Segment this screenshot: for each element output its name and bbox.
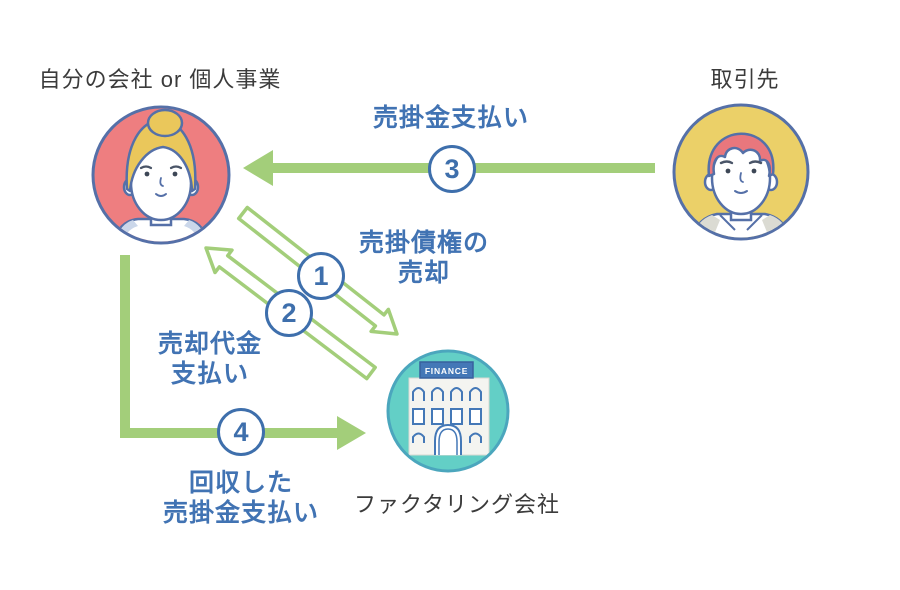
step-4-badge: 4 bbox=[217, 408, 265, 456]
client-title: 取引先 bbox=[710, 67, 780, 92]
flow-2-label-line1: 売却代金 bbox=[157, 330, 263, 358]
arrow-4-collected-payment-icon bbox=[120, 255, 366, 450]
flow-1-label: 売掛債権の 売却 bbox=[359, 228, 489, 288]
company-title: 自分の会社 or 個人事業 bbox=[38, 67, 282, 92]
factoring-title: ファクタリング会社 bbox=[353, 492, 561, 517]
flow-1-label-line2: 売却 bbox=[397, 259, 451, 287]
flow-4-label-line2: 売掛金支払い bbox=[162, 499, 320, 527]
step-3-badge: 3 bbox=[428, 145, 476, 193]
step-1-badge: 1 bbox=[297, 252, 345, 300]
flow-3-label: 売掛金支払い bbox=[372, 104, 530, 132]
client-avatar-icon bbox=[672, 103, 810, 241]
flow-4-label-line1: 回収した bbox=[188, 469, 294, 497]
flow-4-label: 回収した 売掛金支払い bbox=[163, 468, 319, 528]
finance-sign-label: FINANCE bbox=[425, 366, 468, 376]
flow-1-label-line1: 売掛債権の bbox=[358, 229, 490, 257]
factoring-building-icon: FINANCE bbox=[386, 349, 510, 473]
flow-2-label: 売却代金 支払い bbox=[158, 329, 262, 389]
step-2-badge: 2 bbox=[265, 289, 313, 337]
company-avatar-icon bbox=[91, 105, 231, 245]
flow-2-label-line2: 支払い bbox=[170, 360, 250, 388]
